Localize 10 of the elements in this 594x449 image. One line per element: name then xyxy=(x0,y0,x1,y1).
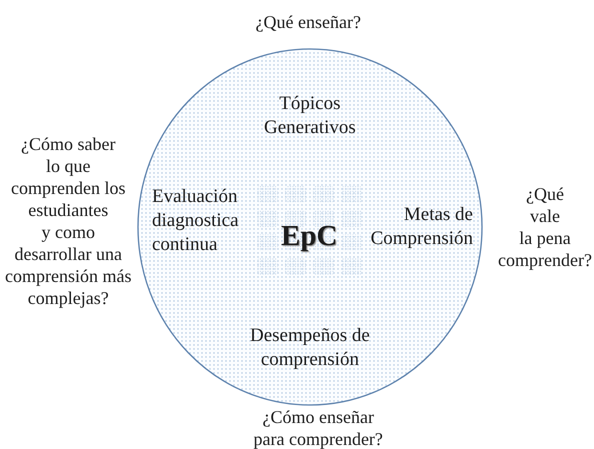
question-text: ¿Cómo saber lo que comprenden los estudiantes y como desarrollar una comprensión más complejas? xyxy=(5,133,132,309)
sector-label: Evaluación diagnostica continua xyxy=(152,185,239,257)
sector-label: Tópicos Generativos xyxy=(264,92,356,140)
circle-node xyxy=(137,48,483,406)
sector-label: Desempeños de comprensión xyxy=(250,324,370,372)
question-text: ¿Cómo enseñar para comprender? xyxy=(254,406,383,449)
question-text: ¿Qué vale la pena comprender? xyxy=(498,183,592,271)
center-title: EpC xyxy=(281,219,338,253)
sector-label: Metas de Comprensión xyxy=(370,203,473,251)
question-text: ¿Qué enseñar? xyxy=(256,11,361,33)
